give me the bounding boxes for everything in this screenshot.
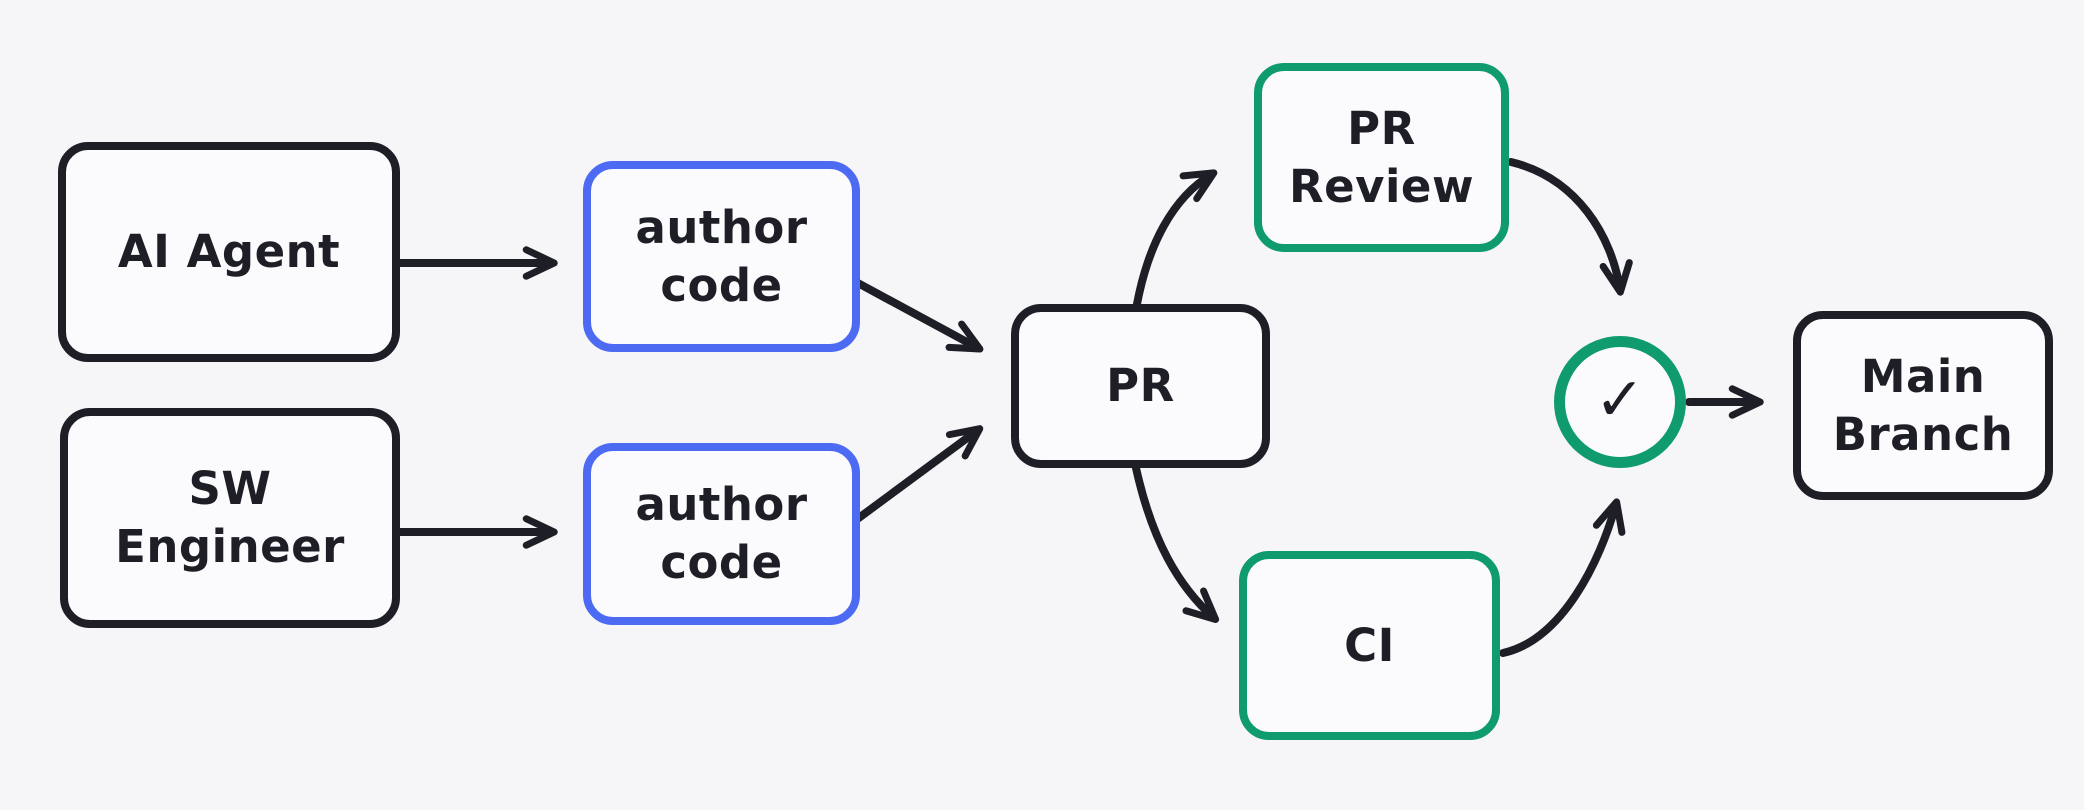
node-ci-label: CI bbox=[1344, 618, 1395, 672]
node-main-branch: Main Branch bbox=[1793, 311, 2053, 500]
edge-pr-to-pr-review bbox=[1133, 169, 1218, 308]
edge-ci-to-checkpoint bbox=[1499, 498, 1626, 657]
node-sw-engineer-label: SW Engineer bbox=[115, 462, 345, 573]
edge-pr-to-ci bbox=[1132, 464, 1220, 623]
edge-author-code-bottom-to-pr bbox=[852, 425, 984, 524]
node-author-code-top: author code bbox=[583, 161, 860, 352]
checkmark-icon: ✓ bbox=[1594, 365, 1646, 435]
node-ai-agent: AI Agent bbox=[58, 142, 400, 362]
node-pr-review: PR Review bbox=[1254, 63, 1509, 252]
node-sw-engineer: SW Engineer bbox=[60, 408, 400, 628]
node-author-code-bottom-label: author code bbox=[635, 478, 808, 589]
node-author-code-bottom: author code bbox=[583, 443, 860, 625]
node-pr-label: PR bbox=[1106, 359, 1175, 413]
edge-author-code-top-to-pr bbox=[852, 278, 984, 353]
node-check-circle: ✓ bbox=[1554, 336, 1686, 468]
node-main-branch-label: Main Branch bbox=[1832, 349, 2014, 461]
node-pr: PR bbox=[1011, 304, 1270, 468]
node-ci: CI bbox=[1239, 551, 1500, 740]
edge-pr-review-to-checkpoint bbox=[1507, 158, 1633, 296]
node-author-code-top-label: author code bbox=[635, 200, 808, 312]
node-pr-review-label: PR Review bbox=[1289, 101, 1475, 213]
node-ai-agent-label: AI Agent bbox=[117, 225, 341, 279]
